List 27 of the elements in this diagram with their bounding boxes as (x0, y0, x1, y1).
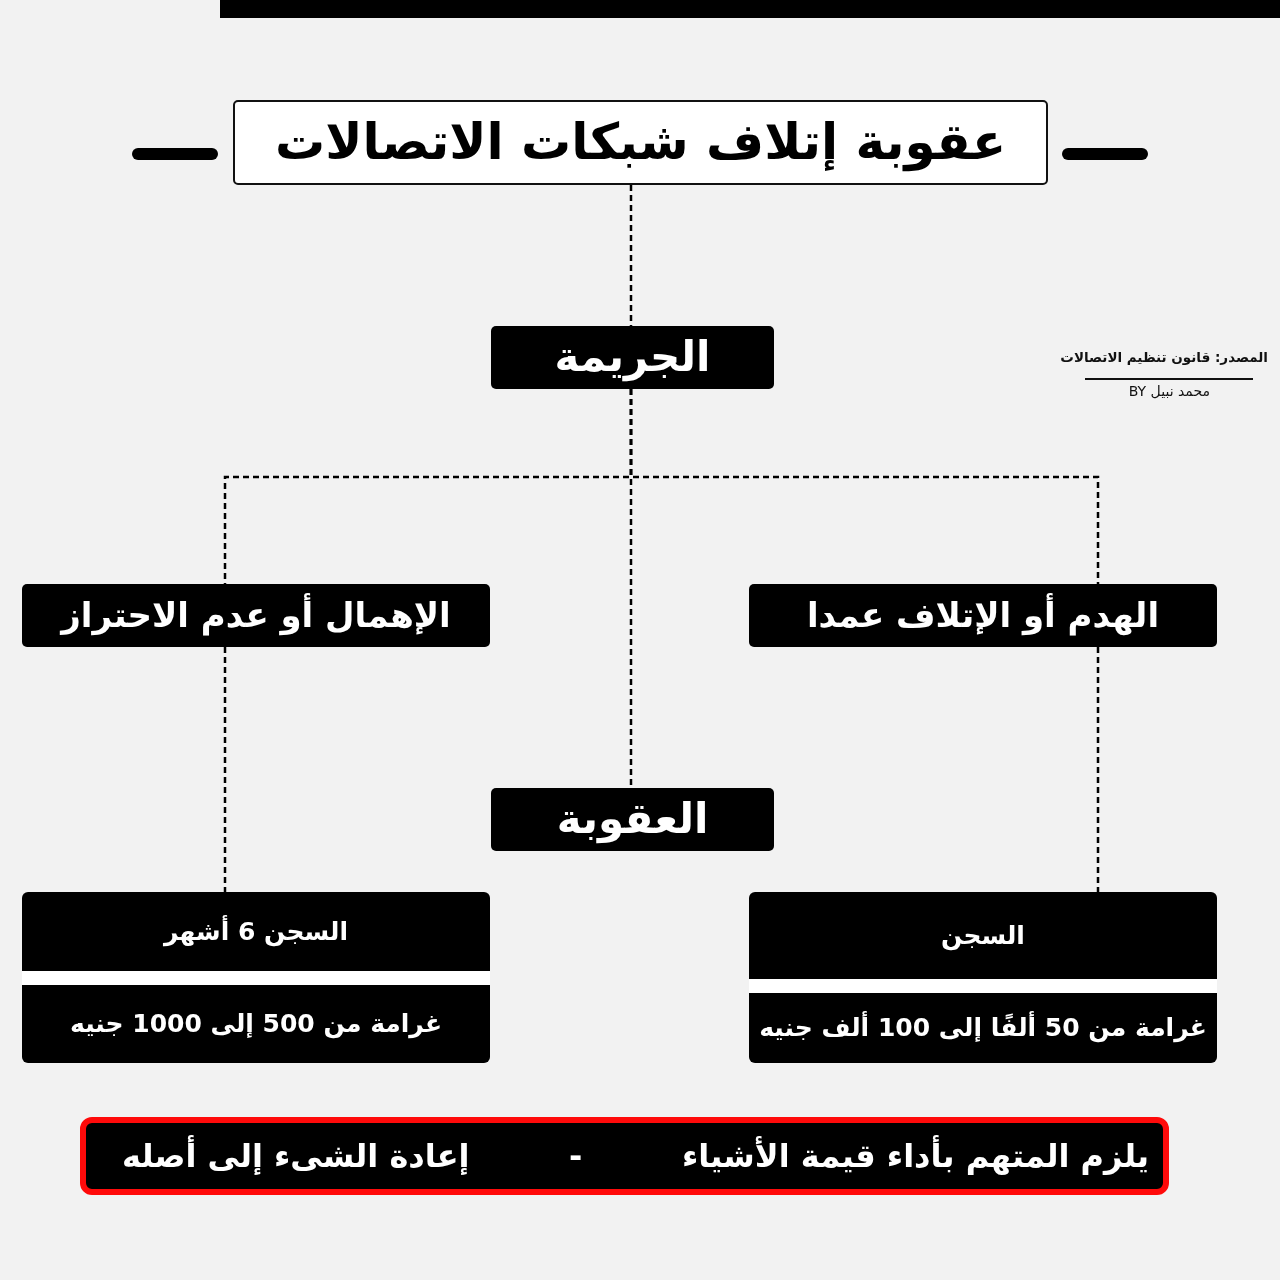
section-box (22, 584, 490, 647)
note-text: يلزم المتهم بأداء قيمة الأشياء (681, 1136, 1149, 1176)
label-text: الجريمة (554, 331, 711, 384)
label-text: الإهمال أو عدم الاحتراز (61, 594, 451, 637)
label-text: العقوبة (556, 793, 709, 846)
title-box (233, 100, 1048, 185)
section-box (491, 788, 774, 851)
penalty-box (749, 892, 1217, 1063)
penalty-text: السجن 6 أشهر (164, 915, 348, 948)
note-banner (80, 1117, 1169, 1195)
penalty-text: غرامة من 500 إلى 1000 جنيه (70, 1008, 442, 1040)
separator-dash: - (569, 1136, 583, 1176)
penalty-text: السجن (941, 919, 1025, 952)
note-text: إعادة الشىء إلى أصله (122, 1136, 470, 1176)
label-text: الهدم أو الإتلاف عمدا (806, 594, 1160, 637)
dashed-connector (223, 647, 227, 892)
heading-text: عقوبة إتلاف شبكات الاتصالات (274, 112, 1007, 174)
author-credit: BY محمد نبيل (1128, 383, 1210, 400)
dashed-connector (629, 389, 633, 788)
dashed-connector (629, 185, 633, 326)
penalty-text: غرامة من 50 ألفًا إلى 100 ألف جنيه (759, 1012, 1207, 1044)
section-box (749, 584, 1217, 647)
source-note: المصدر: قانون تنظيم الاتصالات (1060, 349, 1268, 366)
section-box (491, 326, 774, 389)
top-bar (220, 0, 1280, 18)
dashed-connector (1096, 647, 1100, 892)
penalty-box (22, 892, 490, 1063)
